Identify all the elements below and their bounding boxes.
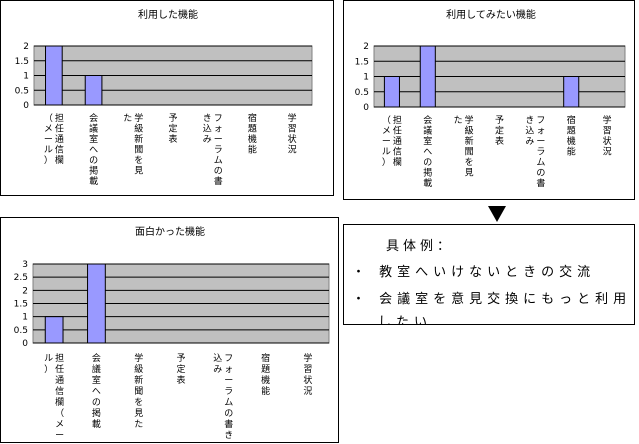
chart-title: 利用した機能 <box>138 8 198 21</box>
chart-interesting-features-svg: 面白かった機能 0 0.5 1 1.5 2 2.5 3 担任通信欄（メール） 会議室への掲載 学級新… <box>14 225 330 441</box>
category-label: 会議室への掲載 <box>423 114 432 189</box>
y-tick-label: 0.5 <box>15 86 29 96</box>
bar <box>563 76 580 108</box>
category-label: 学習状況 <box>288 112 297 156</box>
examples-title: 具体例： <box>386 239 455 254</box>
category-label: き込み <box>525 115 534 147</box>
y-tick-label: 1 <box>363 73 369 83</box>
category-label: 担任通信欄（メー <box>55 352 64 441</box>
y-tick-label: 1 <box>23 72 29 82</box>
example-item: したい <box>378 315 433 325</box>
y-tick-label: 0 <box>23 101 29 111</box>
category-label: フォーラムの書 <box>214 114 223 187</box>
bar <box>87 263 106 344</box>
category-label: 宿題機能 <box>261 352 270 397</box>
y-tick-label: 2 <box>22 286 28 296</box>
category-label: 予定表 <box>176 353 185 386</box>
category-label: た <box>454 115 463 126</box>
category-label: 担任通信欄 <box>55 112 64 166</box>
example-item: ・ 会議室を意見交換にもっと利用 <box>352 292 632 307</box>
chart-wanted-features: 利用してみたい機能 0 0.5 1 1.5 2 担任通信欄（メール） 会議室への掲載 学級新聞を… <box>343 0 635 200</box>
chart-used-features-svg: 利用した機能 0 0.5 1 1.5 2 担任通信欄（メール） 会議室への掲載 学級新聞を見た 予… <box>15 8 313 187</box>
category-label: フォーラムの書き <box>224 354 233 441</box>
y-tick-label: 0.5 <box>14 326 28 336</box>
y-tick-label: 2 <box>363 42 369 52</box>
category-label: 宿題機能 <box>567 114 576 158</box>
y-tick-label: 1.5 <box>14 300 28 310</box>
category-label: ル） <box>44 354 53 375</box>
category-label: 学級新聞を見 <box>465 114 474 179</box>
down-arrow-icon <box>488 206 506 222</box>
category-label: 会議室への掲載 <box>92 352 101 430</box>
y-tick-label: 1.5 <box>355 57 369 67</box>
category-label: き込み <box>203 113 212 145</box>
y-tick-label: 0 <box>363 103 369 113</box>
y-tick-label: 3 <box>22 260 28 270</box>
category-label: 込み <box>213 353 222 375</box>
chart-title: 利用してみたい機能 <box>446 8 536 21</box>
y-tick-label: 0 <box>22 339 28 349</box>
chart-used-features: 利用した機能 0 0.5 1 1.5 2 担任通信欄（メール） 会議室への掲載 学級新聞を見た 予… <box>0 0 334 196</box>
category-label: 宿題機能 <box>248 112 257 156</box>
bar <box>84 75 103 106</box>
chart-title: 面白かった機能 <box>135 225 205 238</box>
category-label: 予定表 <box>168 113 177 145</box>
example-item: ・ 教室へいけないときの交流 <box>352 265 596 280</box>
y-tick-label: 0.5 <box>355 88 369 98</box>
y-tick-label: 1.5 <box>15 57 29 67</box>
examples-box: 具体例： ・ 教室へいけないときの交流 ・ 会議室を意見交換にもっと利用 したい <box>343 224 635 325</box>
y-tick-label: 2.5 <box>14 273 28 283</box>
bar <box>383 76 400 108</box>
category-label: 担任通信欄 <box>393 114 402 168</box>
category-label: 学習状況 <box>603 114 612 158</box>
category-label: 学習状況 <box>303 352 312 397</box>
bar <box>44 316 64 344</box>
category-label: 会議室への掲載 <box>89 112 98 187</box>
category-label: フォーラムの書 <box>536 116 545 189</box>
y-tick-label: 2 <box>23 42 29 52</box>
category-label: （メール） <box>44 113 53 166</box>
category-label: （メール） <box>382 115 391 168</box>
category-label: た <box>123 113 132 124</box>
bar <box>419 45 436 108</box>
chart-wanted-features-svg: 利用してみたい機能 0 0.5 1 1.5 2 担任通信欄（メール） 会議室への掲載 学級新聞を… <box>355 8 626 189</box>
y-tick-label: 1 <box>22 313 28 323</box>
category-label: 学級新聞を見 <box>134 112 143 177</box>
bar <box>45 45 63 106</box>
category-label: 予定表 <box>495 115 504 147</box>
chart-interesting-features: 面白かった機能 0 0.5 1 1.5 2 2.5 3 担任通信欄（メール） 会議室への掲載 学級新… <box>0 217 339 443</box>
category-label: 学級新聞を見た <box>134 352 143 430</box>
